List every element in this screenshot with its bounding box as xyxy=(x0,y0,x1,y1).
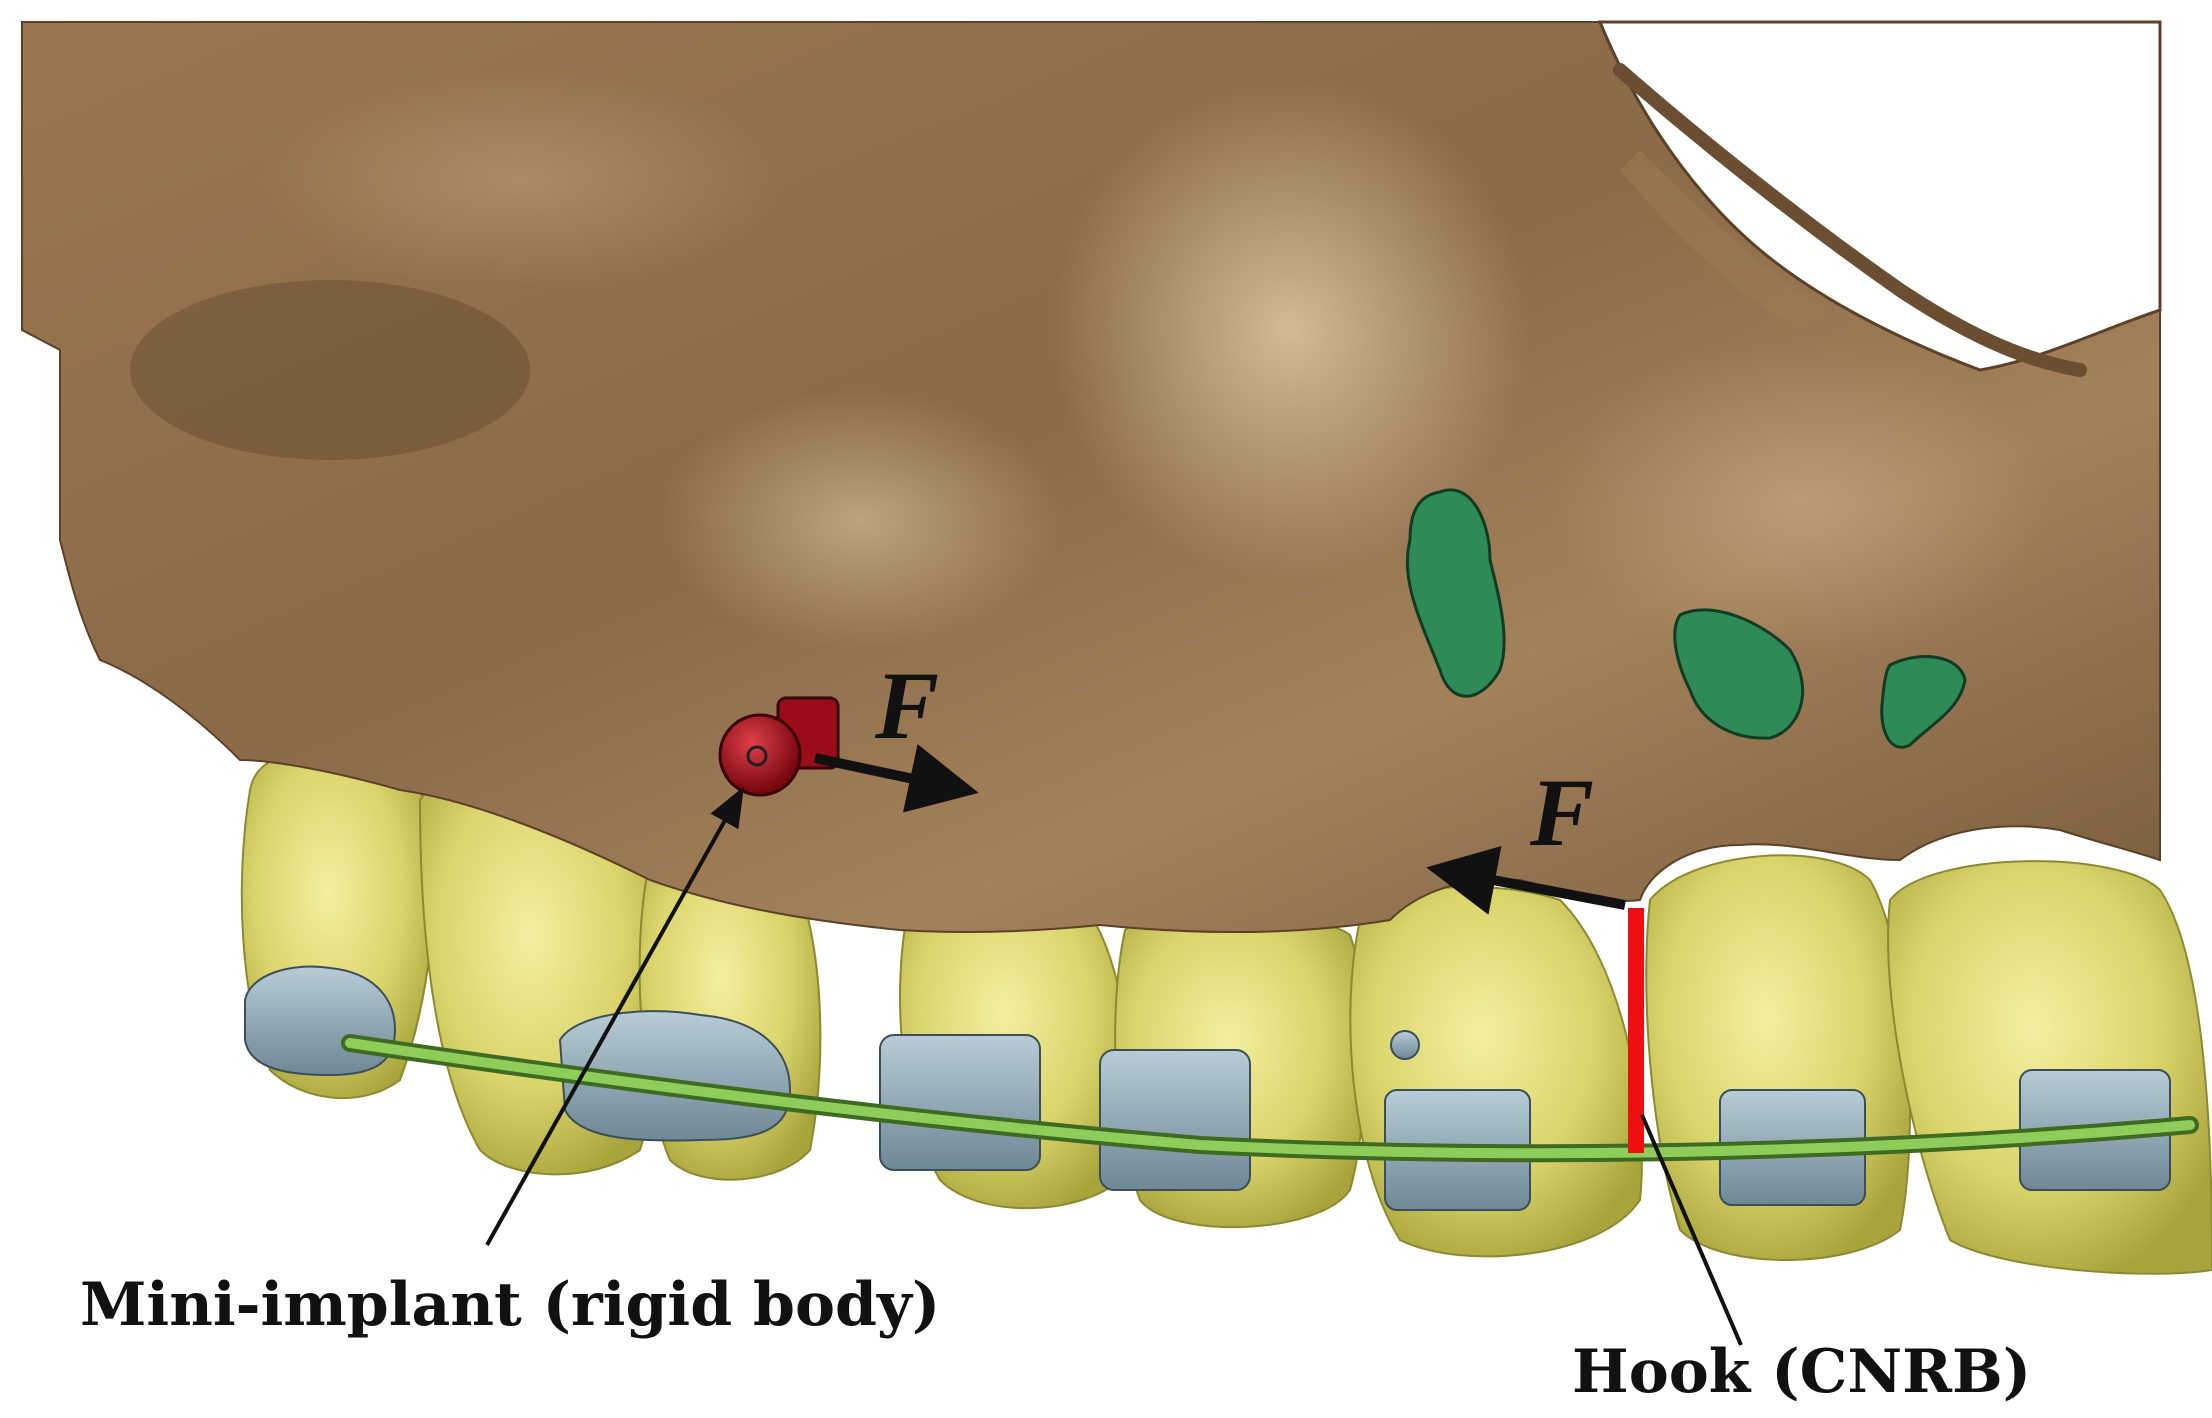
orbital-cavity xyxy=(1597,20,2162,372)
bracket-hook-knob xyxy=(1390,1030,1420,1060)
orbital-rim xyxy=(1613,63,2087,377)
hook-bar xyxy=(1628,908,1644,1153)
mini-implant-label: Mini-implant (rigid body) xyxy=(80,1270,940,1340)
bone-highlight-2 xyxy=(660,390,1060,650)
mini-implant xyxy=(718,696,840,797)
foramen-2 xyxy=(1673,608,1805,740)
force-arrow-implant xyxy=(813,744,979,813)
foramen-1 xyxy=(1405,488,1506,698)
bracket-molar-tube-1 xyxy=(558,1010,792,1142)
force-arrow-hook xyxy=(1426,846,1626,915)
bone-depression xyxy=(130,280,530,460)
force-label-hook: F xyxy=(1529,759,1594,866)
leader-line-mini-implant xyxy=(485,786,744,1246)
mini-implant-body xyxy=(718,713,802,797)
bone-highlight-1 xyxy=(1050,80,1530,580)
force-label-implant: F xyxy=(874,652,939,759)
orbital-shadow xyxy=(1620,150,1830,330)
foramen-3 xyxy=(1880,655,1967,749)
bracket-molar-tube-2 xyxy=(244,965,397,1077)
foramina-group xyxy=(1405,488,1967,749)
tooth-central-incisor xyxy=(1887,860,2212,1275)
archwire-highlight xyxy=(345,1038,2195,1159)
bracket-premolar-1 xyxy=(1099,1049,1251,1191)
mini-implant-eye xyxy=(746,745,768,767)
bracket-premolar-2 xyxy=(879,1034,1041,1171)
bone-highlight-4 xyxy=(260,70,780,290)
bone-highlight-3 xyxy=(1550,340,2050,660)
maxilla-bone xyxy=(21,20,2162,934)
hook-label: Hook (CNRB) xyxy=(1572,1337,2031,1407)
leader-line-hook xyxy=(1640,1114,1743,1346)
